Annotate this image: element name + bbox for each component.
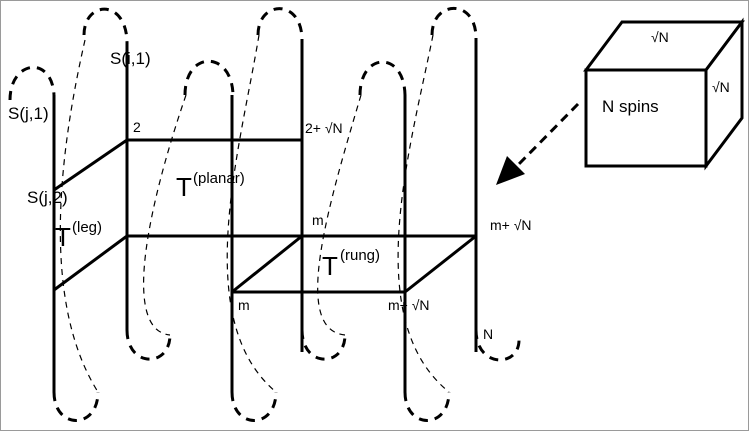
- tensor-leg-sup: (leg): [72, 219, 102, 236]
- loop-bottom-2: [125, 329, 172, 361]
- label-s-i1: S(i,1): [110, 49, 151, 68]
- cube-side-face: [704, 17, 744, 171]
- label-s-j2: S(j,2): [27, 188, 68, 207]
- tensor-rung-sup: (rung): [340, 247, 380, 264]
- bond-rung-right: [404, 234, 477, 294]
- label-site-2-sqrtN: 2+ √N: [305, 120, 343, 136]
- bottom-loops: [52, 329, 521, 422]
- loop-top-5: [358, 60, 407, 96]
- connector-3: [226, 34, 277, 393]
- label-site-2: 2: [133, 119, 141, 135]
- tensor-rung-T: T: [322, 251, 338, 281]
- connector-1: [59, 39, 99, 393]
- loop-top-6: [430, 7, 478, 39]
- cube-label-center: N spins: [602, 97, 659, 116]
- label-site-m-bottom: m: [238, 297, 250, 313]
- arrow-head: [496, 156, 525, 185]
- loop-bottom-1: [52, 391, 100, 422]
- loop-bottom-5: [403, 391, 451, 422]
- label-site-m-sqrtN-right: m+ √N: [490, 217, 532, 233]
- cube-label-side: √N: [712, 79, 730, 95]
- loop-top-3: [183, 59, 235, 96]
- label-site-N: N: [483, 326, 493, 342]
- top-loops: [8, 7, 478, 101]
- bond-leg-top: [53, 138, 128, 192]
- label-site-m-sqrtN-bottom: m+ √N: [388, 297, 430, 313]
- cube-arrow: [496, 102, 580, 185]
- tensor-planar-T: T: [176, 172, 192, 202]
- cube-label-top: √N: [651, 29, 669, 45]
- bonds: [53, 138, 477, 294]
- tensor-leg-T: T: [55, 222, 71, 252]
- loop-top-1: [8, 66, 56, 101]
- loop-bottom-4: [300, 329, 347, 361]
- bond-rung-left: [231, 234, 303, 294]
- loop-bottom-3: [230, 391, 278, 422]
- spin-cube: N spins √N √N: [583, 17, 745, 171]
- site-labels: S(i,1) S(j,1) S(j,2) 2 2+ √N m m+ √N m m…: [8, 49, 532, 342]
- loop-bottom-6: [474, 329, 521, 362]
- periodic-connectors: [59, 34, 450, 393]
- label-s-j1: S(j,1): [8, 104, 49, 123]
- loop-top-2: [82, 7, 129, 46]
- bond-leg-bottom: [53, 234, 128, 292]
- spin-chains: [52, 38, 478, 392]
- loop-top-4: [256, 7, 304, 41]
- connector-2: [143, 94, 187, 336]
- arrow-shaft: [515, 102, 580, 168]
- cube-front-face: [584, 68, 708, 168]
- tensor-planar-sup: (planar): [193, 170, 245, 187]
- label-site-m-top: m: [312, 212, 324, 228]
- tensor-labels: T (planar) T (leg) T (rung): [55, 170, 380, 281]
